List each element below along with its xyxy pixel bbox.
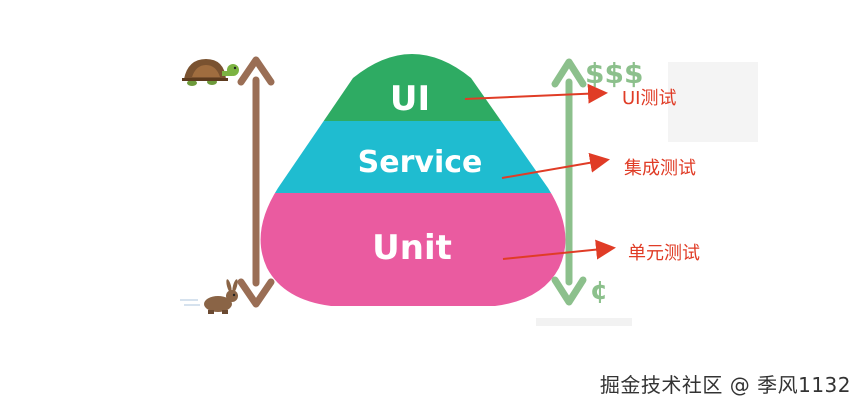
annotation-unit-test: 单元测试 (628, 243, 700, 264)
annotation-ui-test: UI测试 (622, 88, 676, 109)
annotation-integration-test: 集成测试 (624, 158, 696, 179)
turtle-icon (182, 59, 239, 86)
speed-arrow (237, 56, 275, 308)
pyramid-unit-layer (260, 193, 566, 306)
arrow-ui (464, 83, 608, 104)
pyramid-service-label: Service (358, 145, 483, 180)
rabbit-icon (180, 279, 238, 314)
watermark: 掘金技术社区 @ 季风1132 (599, 373, 851, 397)
ghost-box-bottom (536, 318, 632, 326)
cost-low-label: ¢ (590, 276, 608, 306)
arrow-unit (502, 239, 616, 260)
annotation-arrows (464, 83, 616, 260)
cost-high-label: $$$ (585, 57, 643, 90)
ghost-box-top (668, 62, 758, 142)
pyramid-unit-label: Unit (372, 228, 452, 268)
cost-arrow (551, 58, 587, 306)
pyramid-ui-label: UI (390, 79, 430, 119)
arrow-service (501, 152, 610, 179)
